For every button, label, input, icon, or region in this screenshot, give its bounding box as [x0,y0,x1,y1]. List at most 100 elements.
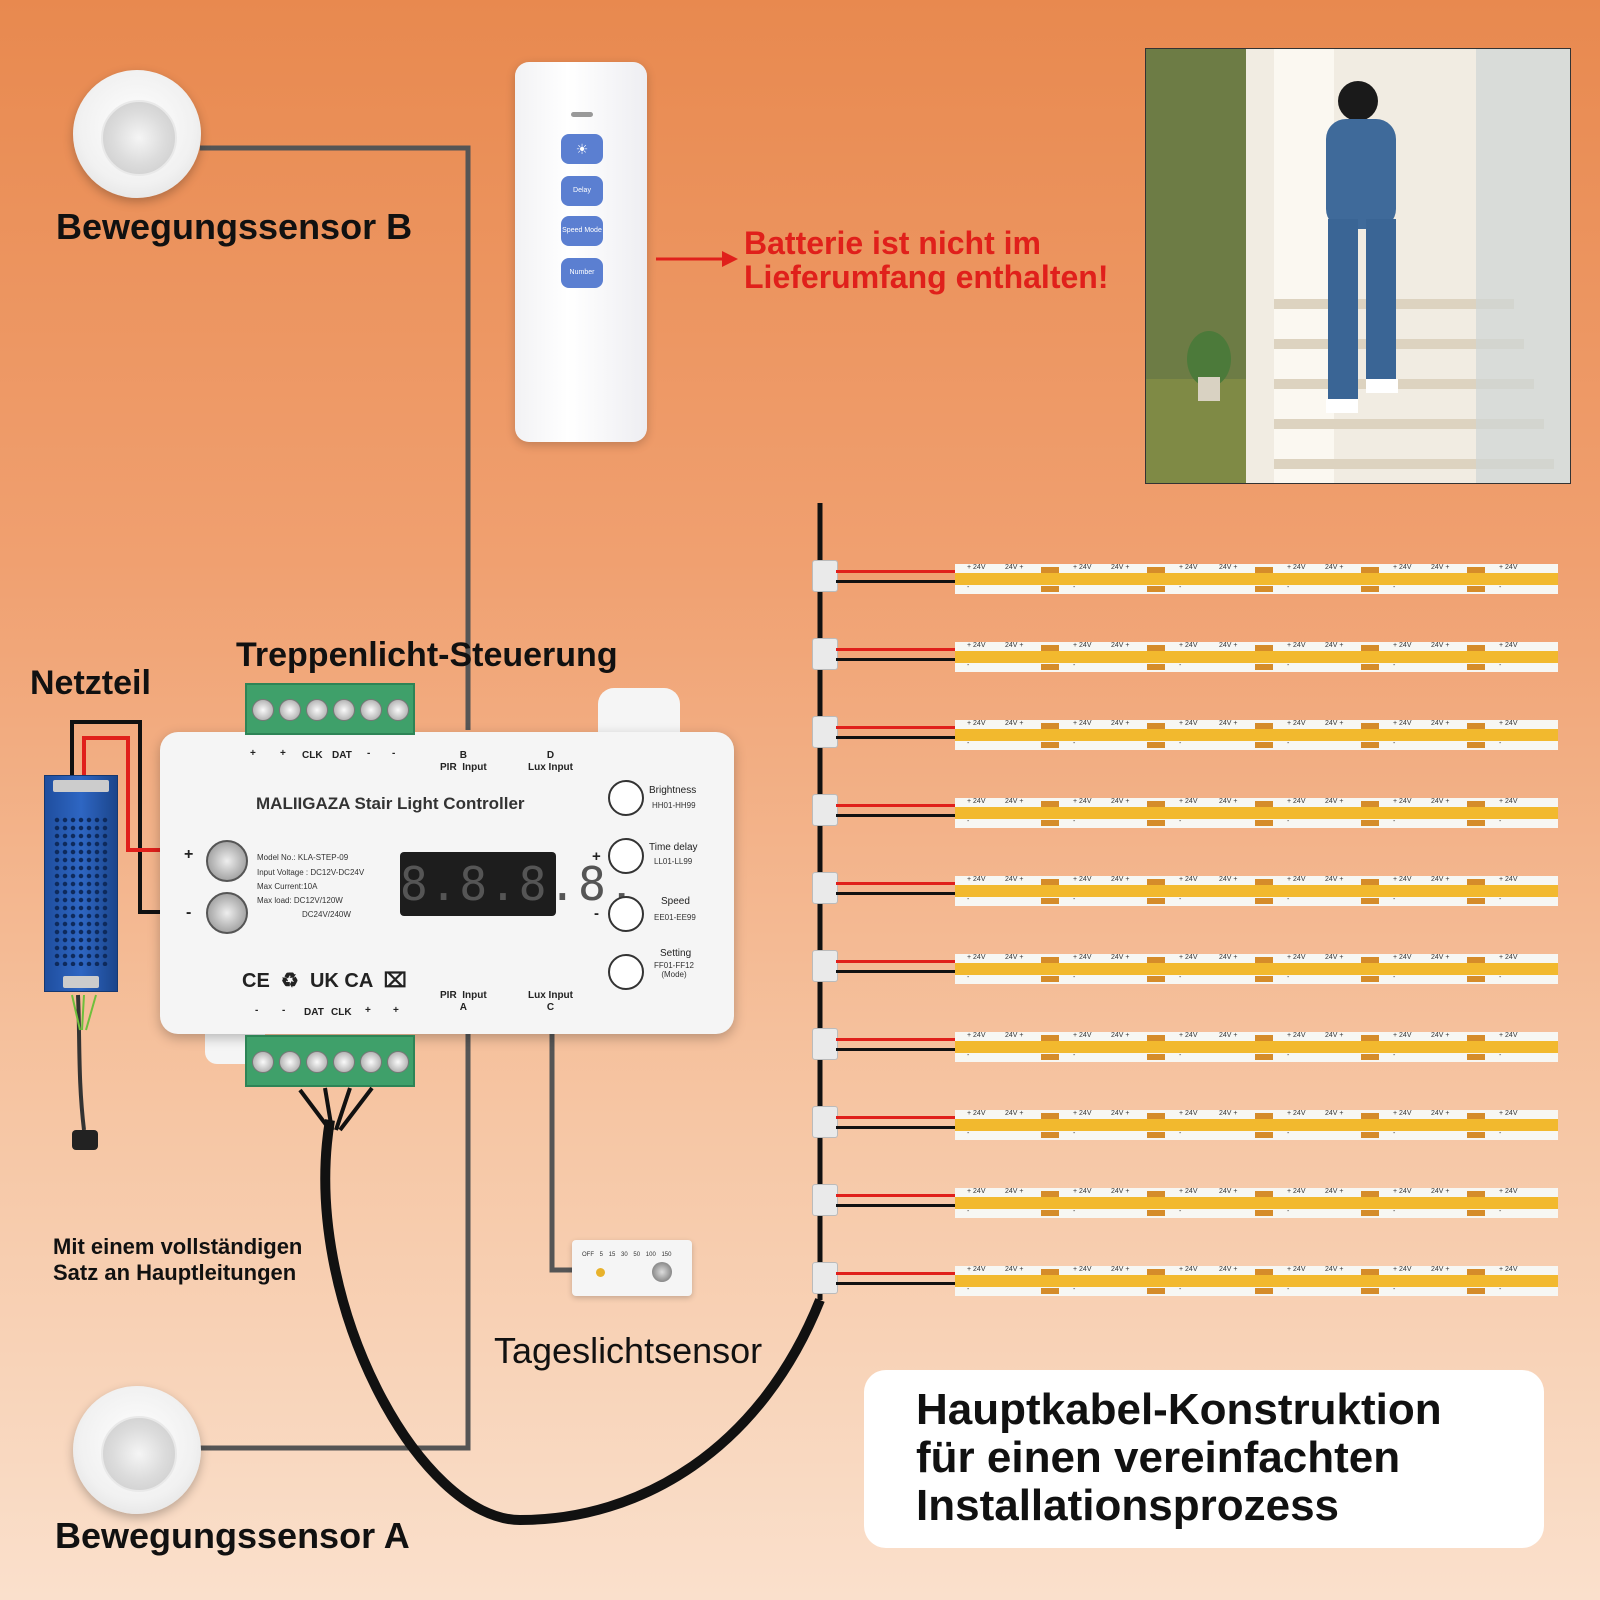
strip-plus-label: + 24V [1179,1266,1198,1273]
strip-solder-pad [1467,801,1485,807]
strip-mid-label: 24V + [1431,798,1450,805]
strip-mid-label: 24V + [1005,1110,1024,1117]
motion-sensor-b [73,70,201,198]
strip-minus-label: - [967,662,970,669]
strip-solder-pad [1467,723,1485,729]
strip-mid-label: 24V + [1219,1188,1238,1195]
strip-minus-label: - [967,1130,970,1137]
strip-plus-label: + 24V [967,642,986,649]
strip-solder-pad [1255,664,1273,670]
strip-plus-label: + 24V [967,1110,986,1117]
strip-solder-pad [1147,957,1165,963]
strip-mid-label: 24V + [1005,1266,1024,1273]
strip-minus-label: - [1287,740,1290,747]
strip-mid-label: 24V + [1325,1188,1344,1195]
lux-dial [652,1262,672,1282]
strip-solder-pad [1255,879,1273,885]
strip-minus-label: - [1393,662,1396,669]
controller-brand: MALIIGAZA Stair Light Controller [256,794,525,813]
psu-wire-red [82,736,160,852]
mains-cable [76,994,86,1131]
strip-wire-red [836,960,956,963]
strip-wire-red [836,648,956,651]
led-strip-band [955,1041,1558,1053]
strip-solder-pad [1467,1288,1485,1294]
strip-solder-pad [1255,1113,1273,1119]
strip-minus-label: - [1073,1130,1076,1137]
strip-solder-pad [1361,898,1379,904]
strip-solder-pad [1255,957,1273,963]
strip-solder-pad [1255,1132,1273,1138]
strip-solder-pad [1361,1054,1379,1060]
strip-solder-pad [1361,567,1379,573]
strip-plus-label: + 24V [1073,876,1092,883]
callout-box: Hauptkabel-Konstruktion für einen verein… [864,1370,1544,1548]
brightness-button [608,780,644,816]
strip-plus-label: + 24V [1287,720,1306,727]
strip-mid-label: 24V + [1431,876,1450,883]
strip-solder-pad [1041,1288,1059,1294]
strip-solder-pad [1041,1269,1059,1275]
bottom-pin-2: - [282,1005,286,1016]
strip-wire-red [836,1272,956,1275]
spec-max-load-24v: DC24V/240W [302,910,351,919]
strip-mid-label: 24V + [1219,954,1238,961]
speed-range: EE01-EE99 [654,913,696,922]
strip-solder-pad [1467,645,1485,651]
strip-plus-label: + 24V [967,1266,986,1273]
strip-wire-red [836,1116,956,1119]
strip-solder-pad [1041,1132,1059,1138]
top-pin-1: + [250,748,256,759]
strip-mid-label: 24V + [1325,954,1344,961]
strip-solder-pad [1255,1288,1273,1294]
strip-minus-label: - [1287,1286,1290,1293]
strip-solder-pad [1041,1210,1059,1216]
strip-solder-pad [1467,567,1485,573]
strip-mid-label: 24V + [1005,720,1024,727]
strip-connector [812,1262,838,1294]
led-strip-band [955,1275,1558,1287]
strip-minus-label: - [967,974,970,981]
strip-connector [812,794,838,826]
strip-mid-label: 24V + [1325,1110,1344,1117]
strip-wire-red [836,1038,956,1041]
strip-minus-label: - [967,1286,970,1293]
button-plus-label: + [592,848,601,865]
bottom-pin-1: - [255,1005,259,1016]
strip-mid-label: 24V + [1005,798,1024,805]
strip-plus-label: + 24V [1499,1032,1518,1039]
strip-solder-pad [1255,1191,1273,1197]
main-cable [320,1119,825,1526]
bottom-pin-4: CLK [331,1007,352,1018]
strip-minus-label: - [1499,1052,1502,1059]
strip-wire-black [836,580,956,583]
power-supply [44,775,118,992]
time-delay-range: LL01-LL99 [654,857,693,866]
strip-solder-pad [1147,1191,1165,1197]
strip-solder-pad [1041,742,1059,748]
strip-solder-pad [1041,879,1059,885]
sensor-b-label: Bewegungssensor B [56,206,413,247]
strip-solder-pad [1467,957,1485,963]
strip-solder-pad [1041,645,1059,651]
strip-connector [812,950,838,982]
strip-plus-label: + 24V [1287,642,1306,649]
strip-plus-label: + 24V [1179,564,1198,571]
strip-solder-pad [1147,1288,1165,1294]
strip-minus-label: - [1073,1052,1076,1059]
strip-wire-black [836,1204,956,1207]
led-strip-band [955,651,1558,663]
strip-solder-pad [1255,801,1273,807]
spec-input-voltage: Input Voltage : DC12V-DC24V [257,868,365,877]
strip-minus-label: - [1179,584,1182,591]
spec-model: Model No.: KLA-STEP-09 [257,853,349,862]
strip-plus-label: + 24V [1499,642,1518,649]
brightness-range: HH01-HH99 [652,801,696,810]
strip-solder-pad [1041,567,1059,573]
psu-vent-grid [53,816,109,966]
strip-plus-label: + 24V [967,1032,986,1039]
strip-minus-label: - [1073,974,1076,981]
motion-sensor-a [73,1386,201,1514]
